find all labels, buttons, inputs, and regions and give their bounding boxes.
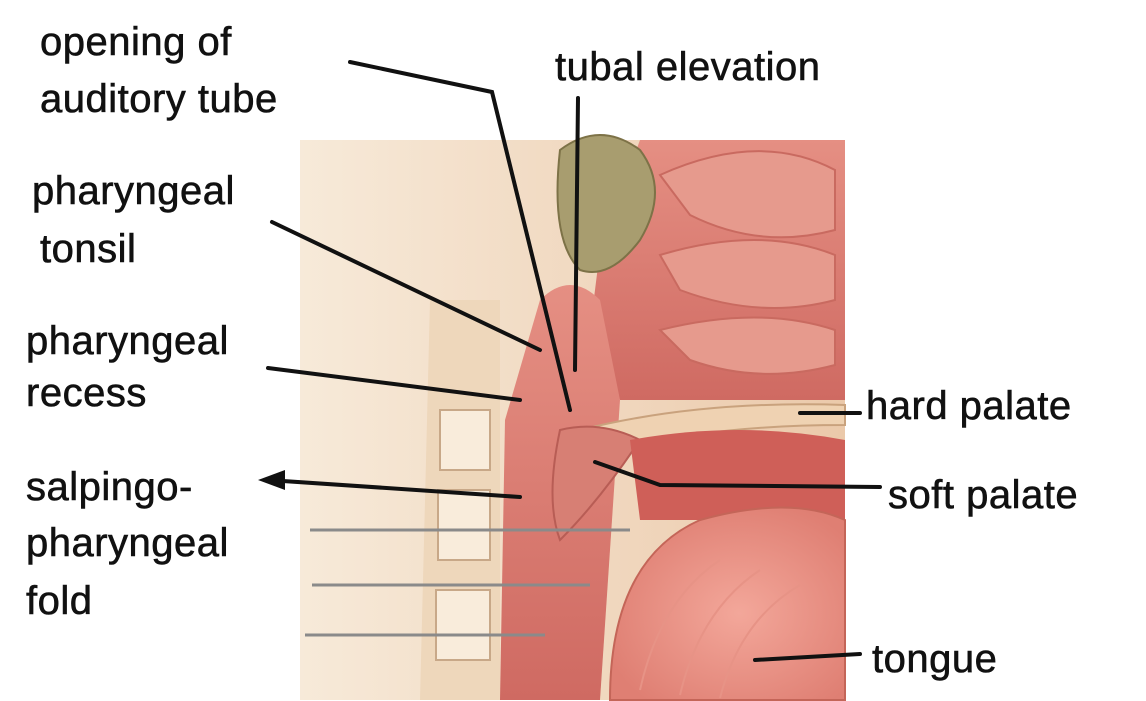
label-salpingo-line1: salpingo- — [26, 464, 193, 510]
label-pharyngeal-tonsil-line1: pharyngeal — [32, 168, 235, 214]
vertebra — [436, 590, 490, 660]
label-soft-palate: soft palate — [888, 472, 1078, 518]
vertebra — [438, 490, 490, 560]
label-opening-line2: auditory tube — [40, 76, 278, 122]
vertebra — [440, 410, 490, 470]
label-pharyngeal-recess-line1: pharyngeal — [26, 318, 229, 364]
label-salpingo-line3: fold — [26, 578, 93, 624]
label-pharyngeal-tonsil-line2: tonsil — [40, 226, 136, 272]
label-tongue: tongue — [872, 636, 997, 682]
oral-cavity — [630, 430, 845, 520]
label-tubal-elevation: tubal elevation — [555, 44, 820, 90]
label-salpingo-line2: pharyngeal — [26, 520, 229, 566]
label-opening-line1: opening of — [40, 19, 232, 65]
label-pharyngeal-recess-line2: recess — [26, 370, 147, 416]
arrow-head-icon — [258, 470, 285, 490]
label-hard-palate: hard palate — [866, 383, 1072, 429]
